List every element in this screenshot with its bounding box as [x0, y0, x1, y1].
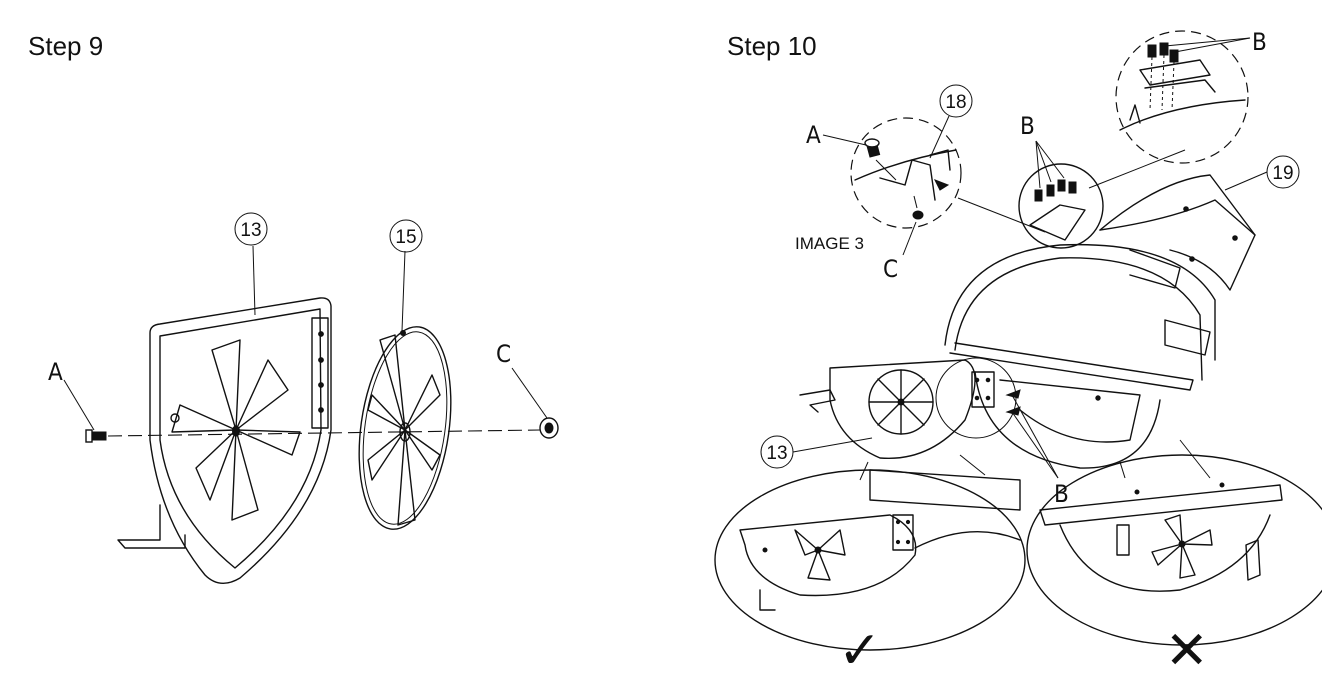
detail-circle-top [1115, 30, 1249, 164]
label-b-top: B [1252, 28, 1267, 56]
grill-drum [944, 174, 1256, 469]
side-plate-13 [117, 297, 332, 584]
callout-19: 19 [1266, 155, 1300, 189]
svg-text:19: 19 [1272, 163, 1293, 184]
nut-c [539, 417, 559, 439]
callout-15: 15 [389, 219, 423, 253]
correct-checkmark: ✓ [838, 621, 882, 673]
svg-text:13: 13 [240, 220, 261, 241]
correct-install-view [714, 469, 1026, 651]
damper-disc-15 [358, 326, 452, 530]
image-3-caption: IMAGE 3 [795, 234, 864, 253]
callout-13-step10: 13 [760, 435, 794, 469]
label-c: C [496, 340, 511, 368]
incorrect-install-view [1026, 454, 1322, 646]
label-c-detail: C [883, 255, 898, 283]
label-a: A [48, 358, 63, 386]
incorrect-crossmark: ✕ [1165, 621, 1209, 673]
side-plate-13-installed [799, 357, 1021, 460]
svg-text:15: 15 [395, 227, 416, 248]
step-10-title: Step 10 [727, 31, 817, 61]
detail-circle-bolts-b [1018, 163, 1104, 249]
detail-circle-image-3 [850, 117, 962, 229]
label-b-detail: B [1020, 112, 1035, 140]
label-a-detail: A [806, 121, 821, 149]
callout-13: 13 [234, 212, 268, 246]
bolt-a [85, 429, 107, 443]
svg-text:18: 18 [945, 92, 966, 113]
svg-text:13: 13 [766, 443, 787, 464]
assembly-axis [107, 429, 541, 437]
step-9-title: Step 9 [28, 31, 103, 61]
callout-18: 18 [939, 84, 973, 118]
